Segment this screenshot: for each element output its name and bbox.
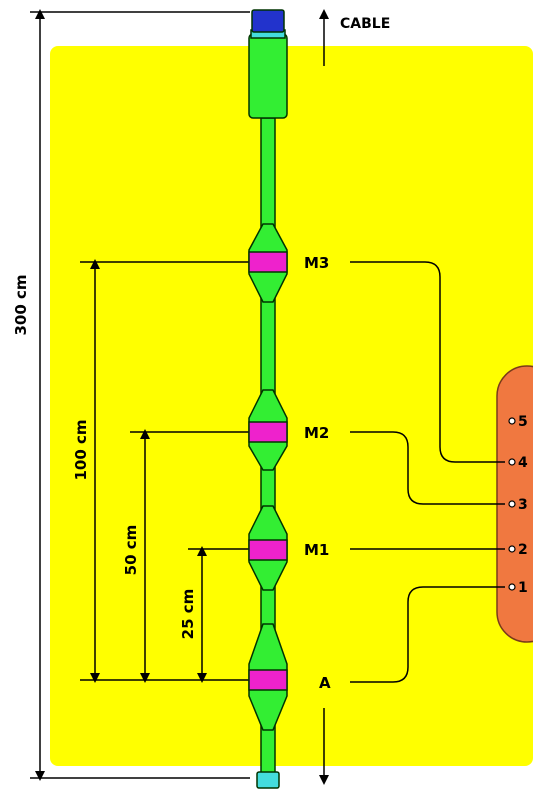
connector-body <box>248 33 288 119</box>
dimension-25cm-label: 25 cm <box>179 589 197 640</box>
electrode-m1-label: M1 <box>304 541 329 559</box>
wire-m2 <box>350 431 505 505</box>
terminal-pin-4 <box>508 458 516 466</box>
terminal-pin-1 <box>508 583 516 591</box>
terminal-pin-2 <box>508 545 516 553</box>
background-panel <box>50 46 533 766</box>
electrode-a-label: A <box>319 674 331 692</box>
terminal-pin-3 <box>508 500 516 508</box>
terminal-label-3: 3 <box>518 497 528 513</box>
dimension-100cm-label: 100 cm <box>72 419 90 480</box>
electrode-m2-label: M2 <box>304 424 329 442</box>
terminal-pin-5 <box>508 417 516 425</box>
wire-a <box>350 586 505 683</box>
electrode-m2-band <box>248 421 288 443</box>
probe <box>248 9 288 789</box>
dimension-25cm <box>188 546 250 683</box>
electrode-m1-band <box>248 539 288 561</box>
electrode-m3-band <box>248 251 288 273</box>
terminal-pins <box>508 417 516 591</box>
total-length-label: 300 cm <box>12 274 30 335</box>
terminal-label-4: 4 <box>518 455 528 471</box>
dimension-50cm <box>130 429 250 683</box>
wiring <box>350 261 505 683</box>
terminal-label-5: 5 <box>518 414 528 430</box>
terminal-label-1: 1 <box>518 580 528 596</box>
dimension-50cm-label: 50 cm <box>122 525 140 576</box>
wire-m3 <box>350 261 505 463</box>
electrode-a-band <box>248 669 288 691</box>
cable-label: CABLE <box>340 16 390 32</box>
probe-tip <box>256 771 280 789</box>
terminal-label-2: 2 <box>518 542 528 558</box>
connector-cap <box>251 9 285 33</box>
total-length-dimension <box>30 8 250 781</box>
dimension-100cm <box>80 259 250 683</box>
electrode-m3-label: M3 <box>304 254 329 272</box>
